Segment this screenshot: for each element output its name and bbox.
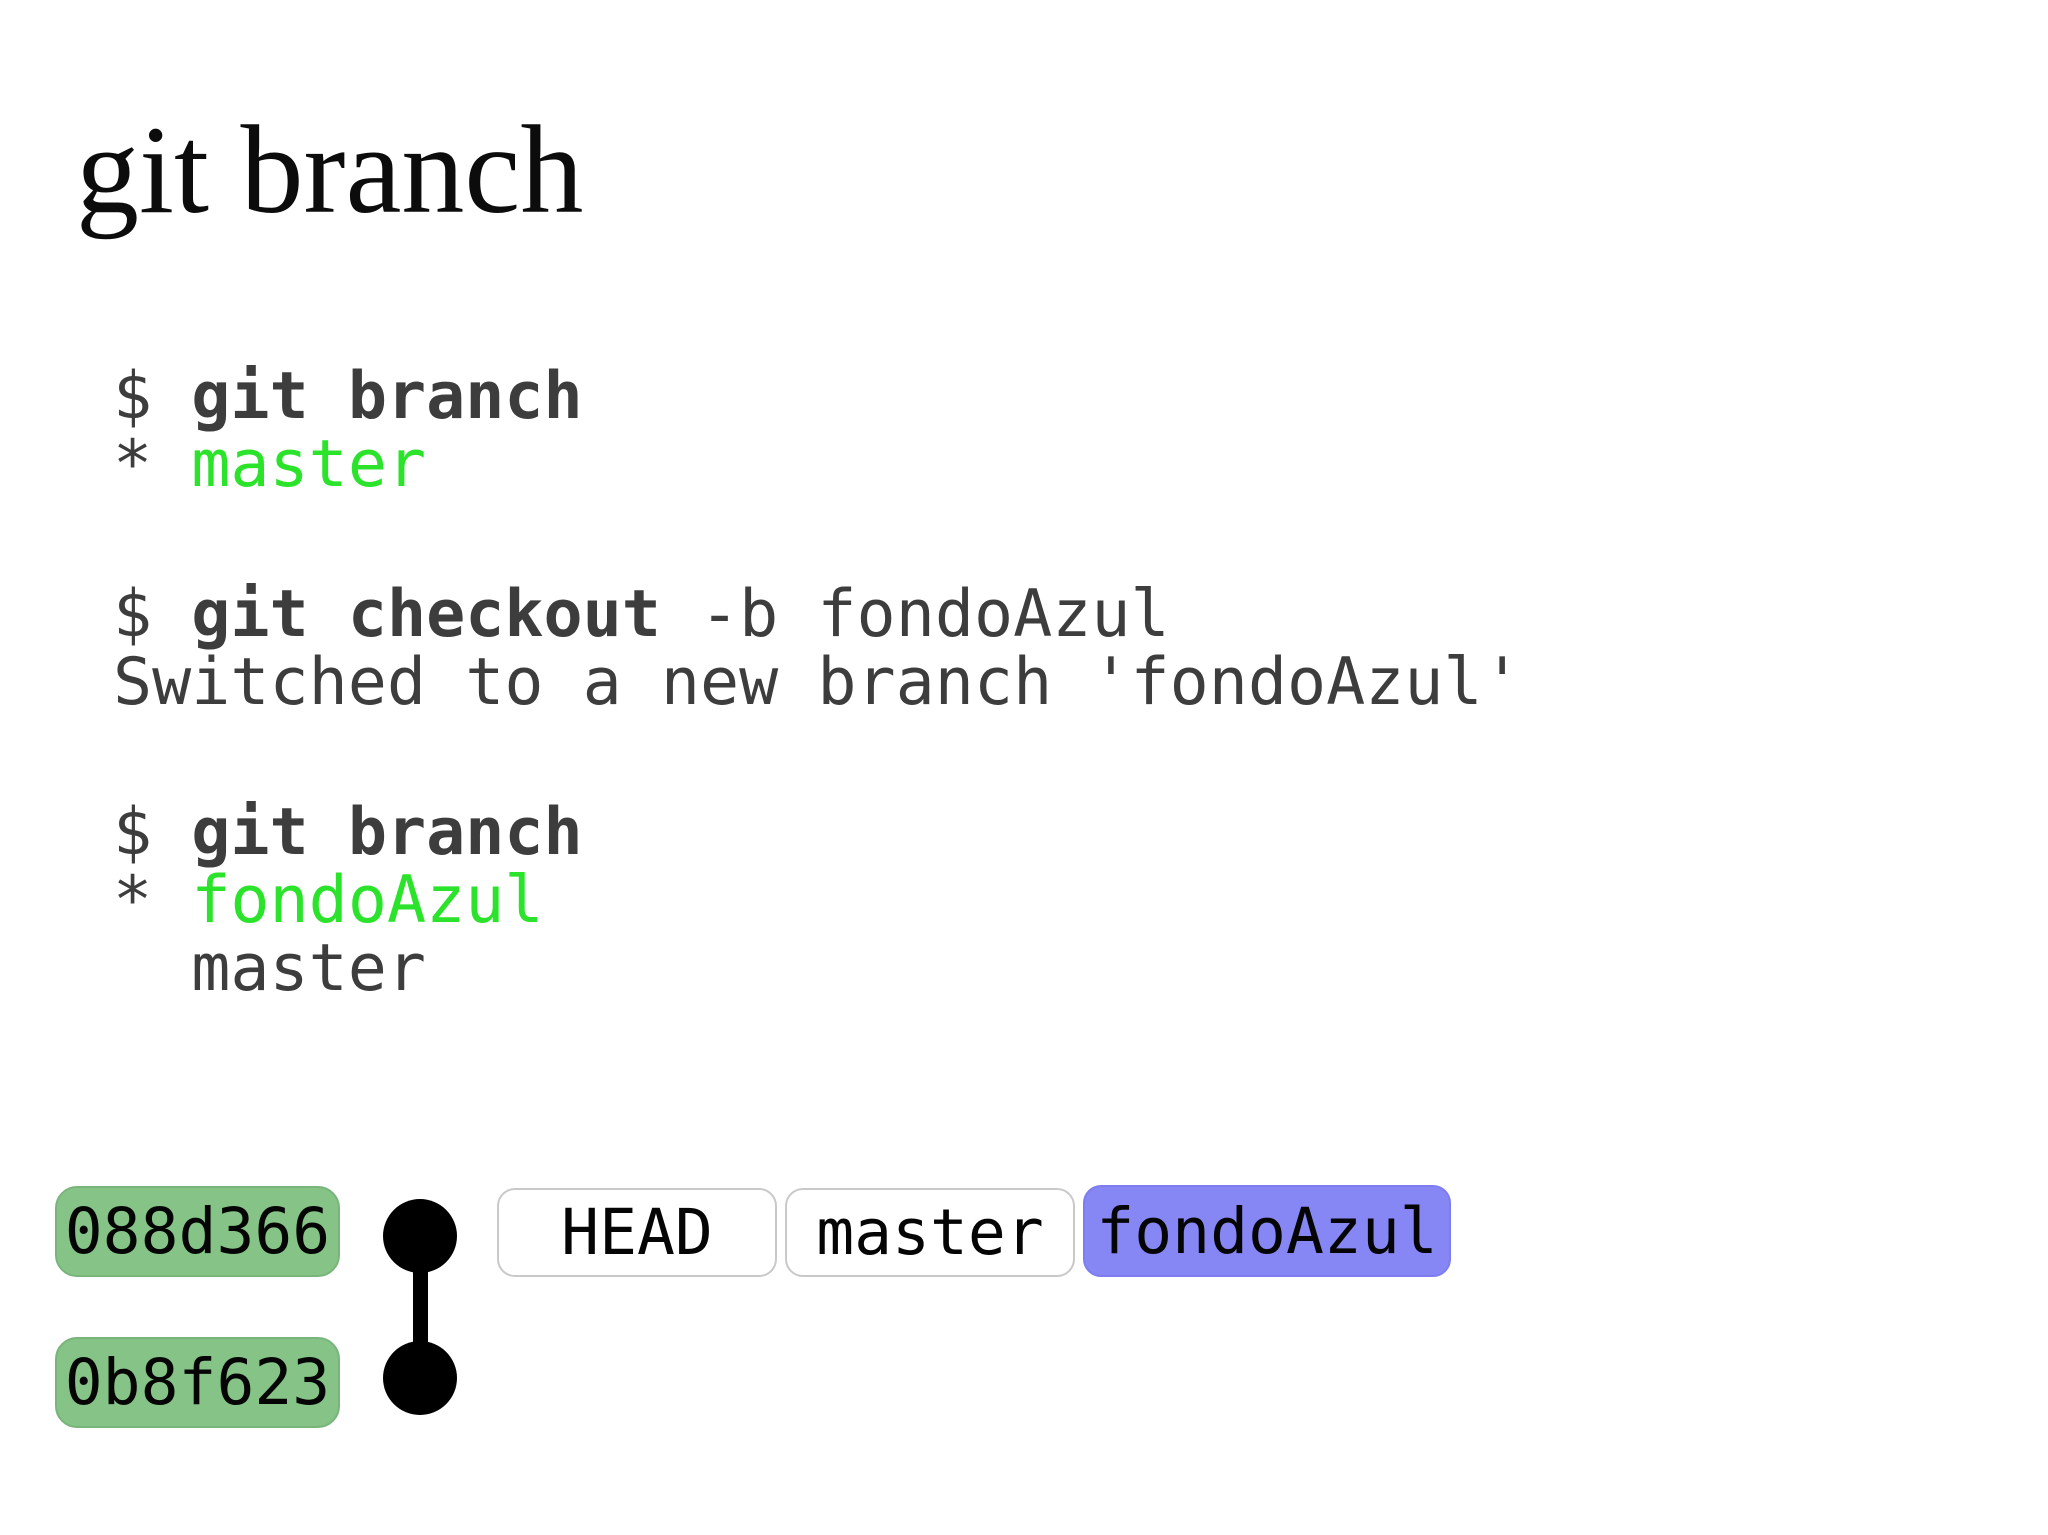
terminal-output: $ git branch * master $ git checkout -b …: [113, 363, 1522, 1085]
command-text: git branch: [191, 359, 583, 434]
command-args: -b fondoAzul: [660, 577, 1170, 652]
term-line-branch-list: * master: [113, 431, 1522, 499]
term-line-branch-list: * fondoAzul: [113, 867, 1522, 935]
ref-box-fondoazul: fondoAzul: [1083, 1185, 1451, 1277]
ref-box-head: HEAD: [497, 1188, 777, 1277]
term-line-command: $ git branch: [113, 363, 1522, 431]
branch-name-fondoazul: fondoAzul: [191, 863, 544, 938]
branch-name-master-secondary: master: [113, 931, 427, 1006]
ref-box-master: master: [785, 1188, 1075, 1277]
terminal-block-git-checkout: $ git checkout -b fondoAzul Switched to …: [113, 581, 1522, 717]
commit-hash-badge: 088d366: [55, 1186, 340, 1277]
prompt-symbol: $: [113, 577, 192, 652]
prompt-symbol: $: [113, 359, 192, 434]
branch-name-master: master: [191, 427, 427, 502]
command-text: git branch: [191, 795, 583, 870]
prompt-symbol: $: [113, 795, 192, 870]
term-line-command: $ git branch: [113, 799, 1522, 867]
current-branch-star: *: [113, 863, 192, 938]
term-line-output: Switched to a new branch 'fondoAzul': [113, 649, 1522, 717]
terminal-block-git-branch-2: $ git branch * fondoAzul master: [113, 799, 1522, 1003]
command-output: Switched to a new branch 'fondoAzul': [113, 645, 1522, 720]
page-title: git branch: [76, 101, 584, 240]
commit-node-icon: [383, 1199, 457, 1273]
command-text: git checkout: [191, 577, 661, 652]
term-line-branch-list: master: [113, 935, 1522, 1003]
commit-hash-badge: 0b8f623: [55, 1337, 340, 1428]
commit-node-icon: [383, 1341, 457, 1415]
current-branch-star: *: [113, 427, 192, 502]
term-line-command: $ git checkout -b fondoAzul: [113, 581, 1522, 649]
terminal-block-git-branch-1: $ git branch * master: [113, 363, 1522, 499]
